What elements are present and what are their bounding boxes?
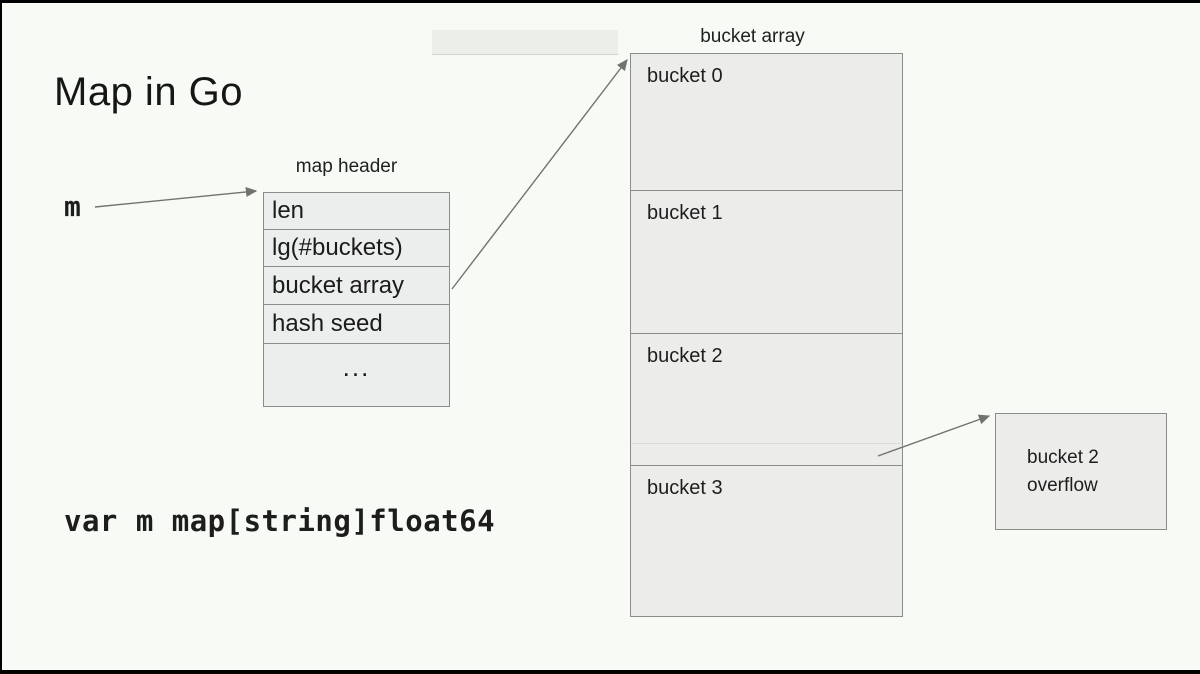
slide-title: Map in Go — [54, 70, 244, 114]
code-declaration: var m map[string]float64 — [64, 504, 496, 538]
map-header-field-ellipsis: ... — [264, 343, 449, 406]
bucket-2-overflow-pointer-slot — [631, 443, 902, 465]
map-header-table: len lg(#buckets) bucket array hash seed … — [263, 192, 450, 407]
video-artifact — [432, 30, 618, 55]
map-variable-label: m — [64, 190, 81, 223]
bucket-3-cell: bucket 3 — [631, 465, 902, 616]
overflow-box-line1: bucket 2 — [1027, 446, 1099, 468]
map-header-label: map header — [295, 156, 398, 177]
map-header-field-lg-buckets: lg(#buckets) — [264, 229, 449, 266]
map-header-field-hash-seed: hash seed — [264, 304, 449, 343]
bucket-0-cell: bucket 0 — [647, 65, 723, 87]
overflow-box-line2: overflow — [1027, 474, 1098, 496]
map-header-field-bucket-array: bucket array — [264, 266, 449, 304]
bucket-2-cell: bucket 2 — [631, 333, 902, 443]
bucket-array-label: bucket array — [700, 26, 805, 47]
bucket-array-column: bucket 0 bucket 1 bucket 2 bucket 3 — [630, 53, 903, 617]
bucket-2-overflow-box: bucket 2 overflow — [995, 413, 1167, 530]
bucket-1-cell: bucket 1 — [631, 190, 902, 333]
map-header-field-len: len — [272, 197, 305, 224]
